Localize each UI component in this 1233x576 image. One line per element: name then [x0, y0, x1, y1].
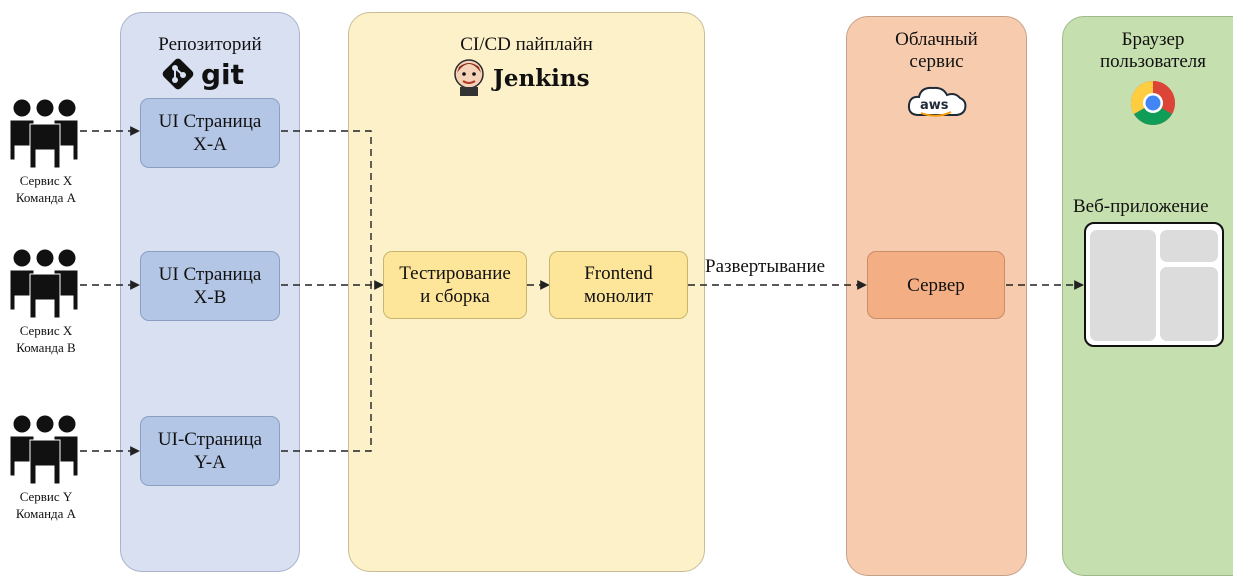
server-node: Сервер — [867, 251, 1005, 319]
webapp-label: Веб-приложение — [1073, 196, 1209, 217]
lane-repository-title: Репозиторий — [158, 34, 262, 55]
people-icon — [9, 414, 80, 485]
team-label: Сервис X Команда B — [16, 323, 76, 355]
connector-layer — [80, 126, 1084, 456]
lane-ci-cd-title: CI/CD пайплайн — [460, 34, 593, 55]
lane-cloud-title: Облачный сервис — [895, 29, 978, 72]
jenkins-icon: Jenkins — [453, 57, 613, 97]
chrome-icon — [1129, 79, 1177, 127]
people-icon — [9, 98, 80, 169]
webapp-panel-top — [1160, 230, 1218, 262]
edge-repo-ya-to-ci — [281, 285, 372, 452]
repo-node-ui-page-xb: UI Страница X-B — [140, 251, 280, 321]
webapp-window — [1084, 222, 1224, 347]
lane-browser-title: Браузер пользователя — [1099, 29, 1207, 72]
aws-icon: aws — [905, 83, 969, 123]
jenkins-logo-text: Jenkins — [491, 65, 590, 92]
repo-node-ui-page-ya: UI-Страница Y-A — [140, 416, 280, 486]
edge-repo-xa-to-ci — [281, 130, 372, 285]
team-label: Сервис Y Команда А — [15, 489, 77, 521]
people-icon — [9, 248, 80, 319]
git-icon: git — [161, 57, 261, 91]
repo-node-ui-page-xa: UI Страница X-A — [140, 98, 280, 168]
webapp-panel-side — [1160, 267, 1218, 341]
git-logo-text: git — [201, 58, 244, 91]
ci-node-frontend-monolith: Frontend монолит — [549, 251, 688, 319]
team-label: Сервис X Команда А — [15, 173, 77, 205]
deploy-label: Развертывание — [705, 256, 826, 277]
aws-logo-text: aws — [920, 98, 949, 113]
webapp-panel-main — [1090, 230, 1156, 341]
ci-node-test-build: Тестирование и сборка — [383, 251, 527, 319]
